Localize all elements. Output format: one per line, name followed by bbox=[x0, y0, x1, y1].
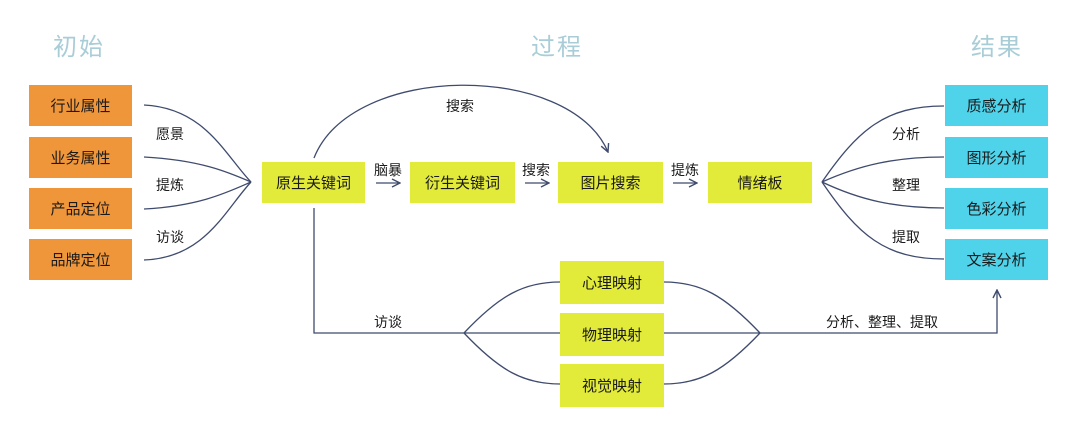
heading-result: 结果 bbox=[971, 33, 1023, 61]
arc-label-search: 搜索 bbox=[446, 99, 474, 115]
edge-split-to-psych bbox=[463, 281, 561, 334]
edge-visual-to-join bbox=[663, 332, 761, 385]
edge-label-interview-2: 访谈 bbox=[374, 315, 402, 331]
heading-process: 过程 bbox=[531, 33, 583, 61]
edge-label-analyze: 分析 bbox=[892, 127, 920, 143]
mapping-visual: 视觉映射 bbox=[560, 364, 664, 407]
edge-psych-to-join bbox=[663, 281, 761, 334]
root-keyword-node: 原生关键词 bbox=[262, 162, 365, 203]
edge-moodboard-to-copy bbox=[821, 181, 945, 260]
edge-moodboard-to-color bbox=[821, 181, 945, 209]
source-product: 产品定位 bbox=[29, 188, 132, 229]
edge-label-organize: 整理 bbox=[892, 178, 920, 194]
edge-label-brainstorm: 脑暴 bbox=[374, 163, 402, 179]
heading-start: 初始 bbox=[53, 33, 105, 61]
edge-label-extract: 提取 bbox=[892, 230, 920, 246]
edge-join-to-results bbox=[760, 290, 997, 334]
arc-root-to-image-search bbox=[313, 84, 608, 159]
edge-product-to-root bbox=[143, 181, 252, 210]
edge-label-search: 搜索 bbox=[522, 163, 550, 179]
edge-label-interview: 访谈 bbox=[156, 230, 184, 246]
edge-brand-to-root bbox=[143, 181, 252, 261]
edge-split-to-visual bbox=[463, 332, 561, 385]
edge-business-to-root bbox=[143, 156, 252, 183]
edge-moodboard-to-texture bbox=[821, 105, 945, 183]
edge-label-vision: 愿景 bbox=[156, 127, 184, 143]
result-copy: 文案分析 bbox=[945, 239, 1048, 280]
result-color: 色彩分析 bbox=[945, 188, 1048, 229]
edge-label-refine-2: 提炼 bbox=[671, 163, 699, 179]
edge-root-down-interview bbox=[313, 208, 464, 334]
derived-keyword-node: 衍生关键词 bbox=[410, 162, 515, 203]
image-search-node: 图片搜索 bbox=[558, 162, 663, 203]
edge-industry-to-root bbox=[143, 104, 252, 183]
edge-label-analyze-organize-extract: 分析、整理、提取 bbox=[826, 315, 938, 331]
result-shape: 图形分析 bbox=[945, 137, 1048, 178]
edge-moodboard-to-shape bbox=[821, 156, 945, 183]
source-brand: 品牌定位 bbox=[29, 239, 132, 280]
result-texture: 质感分析 bbox=[945, 85, 1048, 126]
edge-label-refine: 提炼 bbox=[156, 178, 184, 194]
moodboard-node: 情绪板 bbox=[708, 162, 812, 203]
source-business: 业务属性 bbox=[29, 137, 132, 178]
mapping-psychological: 心理映射 bbox=[560, 261, 664, 304]
source-industry: 行业属性 bbox=[29, 85, 132, 126]
mapping-physical: 物理映射 bbox=[560, 313, 664, 356]
